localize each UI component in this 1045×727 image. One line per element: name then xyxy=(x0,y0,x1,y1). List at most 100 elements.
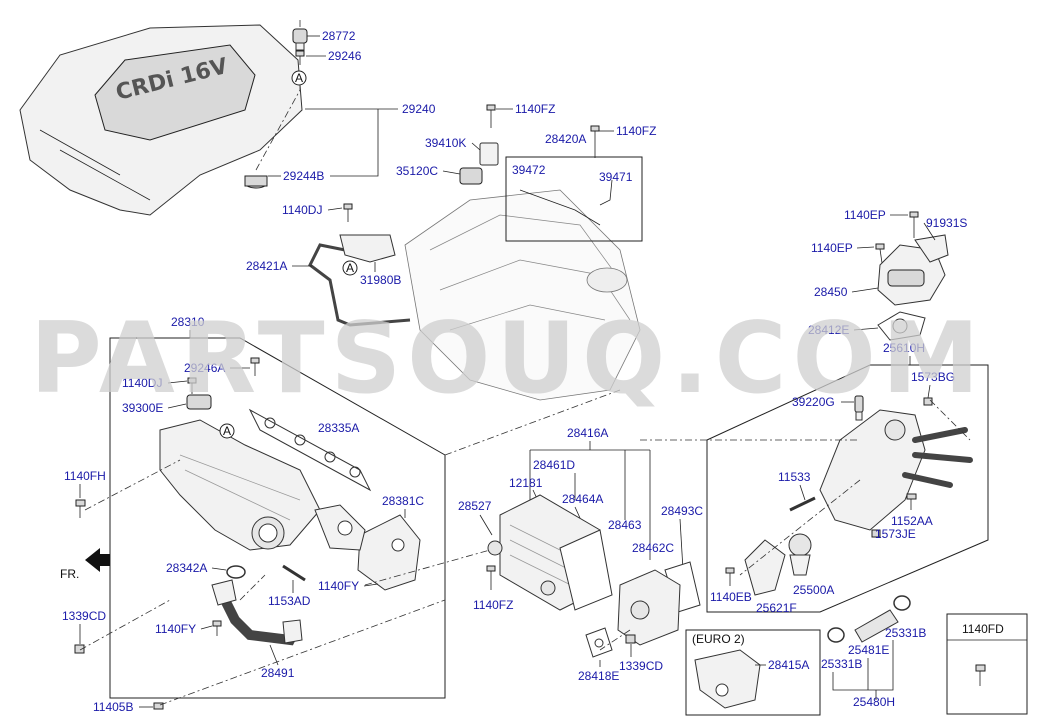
ref-marker-a-2: A xyxy=(342,260,358,276)
intake-manifold-box xyxy=(109,337,446,699)
plug-1573je xyxy=(871,529,881,538)
gasket-28463 xyxy=(559,529,613,611)
callout-25331b-b[interactable]: 25331B xyxy=(885,626,926,640)
callout-12181[interactable]: 12181 xyxy=(509,476,543,490)
callout-28461d[interactable]: 28461D xyxy=(533,458,575,472)
stud-11533 xyxy=(789,496,816,512)
callout-1140fh[interactable]: 1140FH xyxy=(64,469,106,483)
callout-1140dj-b[interactable]: 1140DJ xyxy=(122,376,162,390)
callout-1153ad[interactable]: 1153AD xyxy=(268,594,311,608)
hose-25481e xyxy=(854,609,899,643)
callout-29246a[interactable]: 29246A xyxy=(184,361,225,375)
fr-label: FR. xyxy=(60,567,79,581)
grommet-29244b xyxy=(244,175,268,189)
callout-28310[interactable]: 28310 xyxy=(171,315,205,329)
detail-box-1140fd: 1140FD xyxy=(946,613,1028,715)
egr-pipe-28421a xyxy=(308,234,411,327)
callout-28462c[interactable]: 28462C xyxy=(632,541,674,555)
callout-35120c[interactable]: 35120C xyxy=(396,164,438,178)
callout-28464a[interactable]: 28464A xyxy=(562,492,603,506)
callout-1339cd-a[interactable]: 1339CD xyxy=(62,609,106,623)
sensor-39300e xyxy=(186,394,212,410)
callout-28412e[interactable]: 28412E xyxy=(808,323,849,337)
callout-28418e[interactable]: 28418E xyxy=(578,669,619,683)
callout-28415a[interactable]: 28415A xyxy=(768,658,809,672)
flange-adapter xyxy=(314,504,366,551)
callout-1140fz-b[interactable]: 1140FZ xyxy=(616,124,656,138)
callout-1152aa[interactable]: 1152AA xyxy=(891,514,933,528)
thermostat-housing xyxy=(819,409,973,531)
callout-11533[interactable]: 11533 xyxy=(778,470,811,484)
callout-39220g[interactable]: 39220G xyxy=(792,395,835,409)
callout-1339cd-b[interactable]: 1339CD xyxy=(619,659,663,673)
callout-28491[interactable]: 28491 xyxy=(261,666,295,680)
callout-25500a[interactable]: 25500A xyxy=(793,583,834,597)
egr-valve-28462c xyxy=(617,569,681,646)
callout-28381c[interactable]: 28381C xyxy=(382,494,424,508)
callout-28450[interactable]: 28450 xyxy=(814,285,848,299)
callout-1140ep-a[interactable]: 1140EP xyxy=(844,208,886,222)
nut-1339cd-b xyxy=(625,634,636,644)
solenoid-valve xyxy=(459,142,499,185)
gasket-28335a xyxy=(248,408,372,492)
callout-11405b[interactable]: 11405B xyxy=(93,700,133,714)
callout-28772[interactable]: 28772 xyxy=(322,29,356,43)
bolt-1140fz-a xyxy=(486,104,496,128)
bolt-11405b xyxy=(153,702,164,710)
assembly-line-1 xyxy=(79,389,860,706)
callout-25331b-a[interactable]: 25331B xyxy=(821,657,862,671)
bracket-91931s xyxy=(914,234,949,263)
callout-25481e[interactable]: 25481E xyxy=(848,643,889,657)
ref-marker-a-1: A xyxy=(291,70,307,86)
bushing-28772 xyxy=(292,28,308,51)
pipe-28491 xyxy=(211,579,303,646)
callout-25621f[interactable]: 25621F xyxy=(756,601,797,615)
callout-91931s[interactable]: 91931S xyxy=(926,216,967,230)
callout-28342a[interactable]: 28342A xyxy=(166,561,207,575)
callout-1140fy-b[interactable]: 1140FY xyxy=(155,622,196,636)
callout-25480h[interactable]: 25480H xyxy=(853,695,895,709)
callout-31980b[interactable]: 31980B xyxy=(360,273,401,287)
euro2-box: (EURO 2) 28415A xyxy=(685,629,821,716)
bolt-1140dj-a xyxy=(343,203,353,222)
callout-28421a[interactable]: 28421A xyxy=(246,259,287,273)
callout-1140fz-a[interactable]: 1140FZ xyxy=(515,102,555,116)
bolt-1140fz-c xyxy=(486,565,496,590)
callout-28335a[interactable]: 28335A xyxy=(318,421,359,435)
fr-arrow: FR. xyxy=(60,548,110,581)
svg-text:A: A xyxy=(295,71,303,85)
callout-29240[interactable]: 29240 xyxy=(402,102,436,116)
callout-1573bg[interactable]: 1573BG xyxy=(911,370,955,384)
callout-1140dj-a[interactable]: 1140DJ xyxy=(282,203,322,217)
callout-39471[interactable]: 39471 xyxy=(599,170,633,184)
cylinder-head xyxy=(404,189,641,401)
callout-28420a[interactable]: 28420A xyxy=(545,132,586,146)
callout-29246[interactable]: 29246 xyxy=(328,49,362,63)
callout-39410k[interactable]: 39410K xyxy=(425,136,466,150)
sensor-39220g xyxy=(854,395,864,421)
svg-text:A: A xyxy=(346,261,354,275)
callout-29244b[interactable]: 29244B xyxy=(283,169,324,183)
gasket-28412e xyxy=(877,311,926,341)
callout-25610h[interactable]: 25610H xyxy=(883,341,925,355)
bolt-1140eb xyxy=(725,567,735,586)
callout-1140ep-b[interactable]: 1140EP xyxy=(811,241,853,255)
engine-cover: CRDi 16V xyxy=(19,24,303,216)
bolt-1140ep-a xyxy=(909,211,919,238)
callout-1573je[interactable]: 1573JE xyxy=(875,527,916,541)
callout-1140fy-a[interactable]: 1140FY xyxy=(318,579,359,593)
clamp-25331b-b xyxy=(893,595,911,611)
callout-28463[interactable]: 28463 xyxy=(608,518,642,532)
throttle-body-28381c xyxy=(357,514,421,591)
callout-1140fd[interactable]: 1140FD xyxy=(962,622,1004,636)
bolt-29246a xyxy=(250,357,260,376)
bolt-1152aa xyxy=(906,493,917,510)
callout-1140eb[interactable]: 1140EB xyxy=(710,590,752,604)
callout-39300e[interactable]: 39300E xyxy=(122,401,163,415)
callout-28527[interactable]: 28527 xyxy=(458,499,492,513)
callout-39472[interactable]: 39472 xyxy=(512,163,546,177)
callout-28416a[interactable]: 28416A xyxy=(567,426,608,440)
callout-28493c[interactable]: 28493C xyxy=(661,504,703,518)
callout-1140fz-c[interactable]: 1140FZ xyxy=(473,598,513,612)
